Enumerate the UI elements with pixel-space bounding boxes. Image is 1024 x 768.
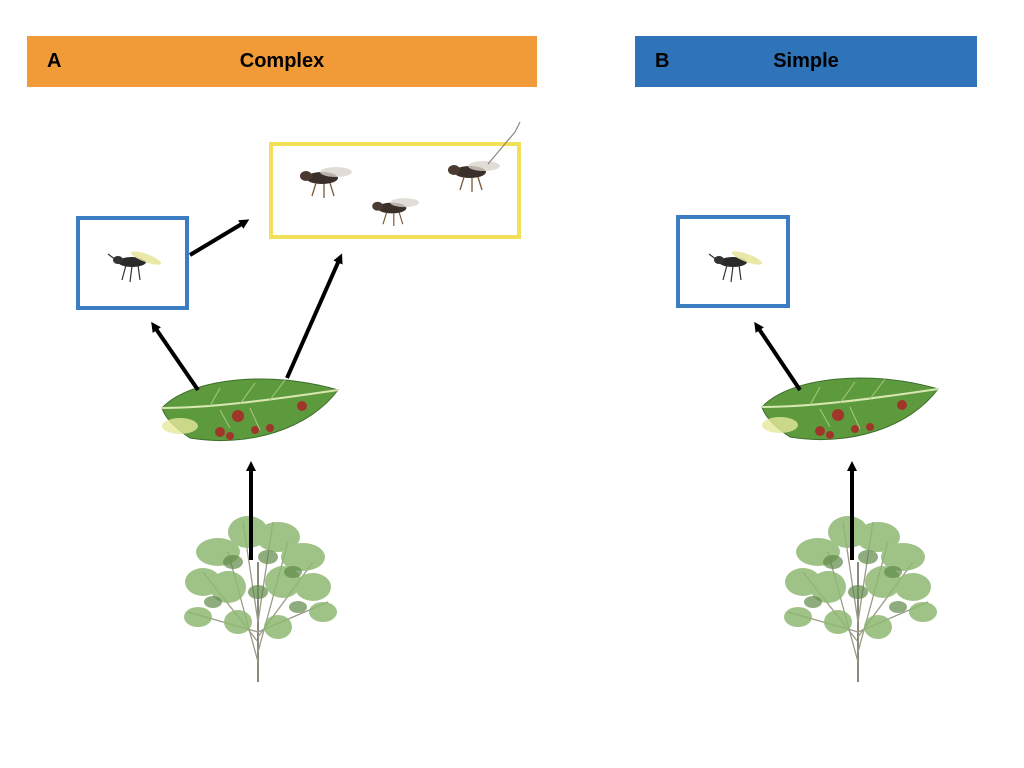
arrow-leaf-to-midge — [754, 321, 802, 392]
willow-plant-icon — [183, 515, 338, 683]
panel-a-diagram — [76, 121, 521, 683]
panel-a-title: Complex — [239, 50, 325, 72]
arrow-leaf-to-midge — [151, 321, 200, 392]
galled-leaf-icon — [761, 376, 939, 441]
parasitoid-wasp-icon — [447, 121, 521, 193]
panel-b-title: Simple — [773, 50, 839, 72]
panel-b-diagram — [676, 215, 939, 683]
panel-a-letter: A — [47, 50, 62, 72]
panel-b-header: B Simple — [635, 36, 977, 87]
arrow-midge-to-parasitoids — [188, 219, 250, 257]
parasitoid-box — [269, 142, 521, 239]
willow-plant-icon — [783, 515, 938, 683]
arrow-leaf-to-parasitoids — [285, 253, 343, 379]
panel-b-letter: B — [655, 50, 670, 72]
panel-a-header: A Complex — [27, 36, 537, 87]
galled-leaf-icon — [161, 377, 339, 442]
